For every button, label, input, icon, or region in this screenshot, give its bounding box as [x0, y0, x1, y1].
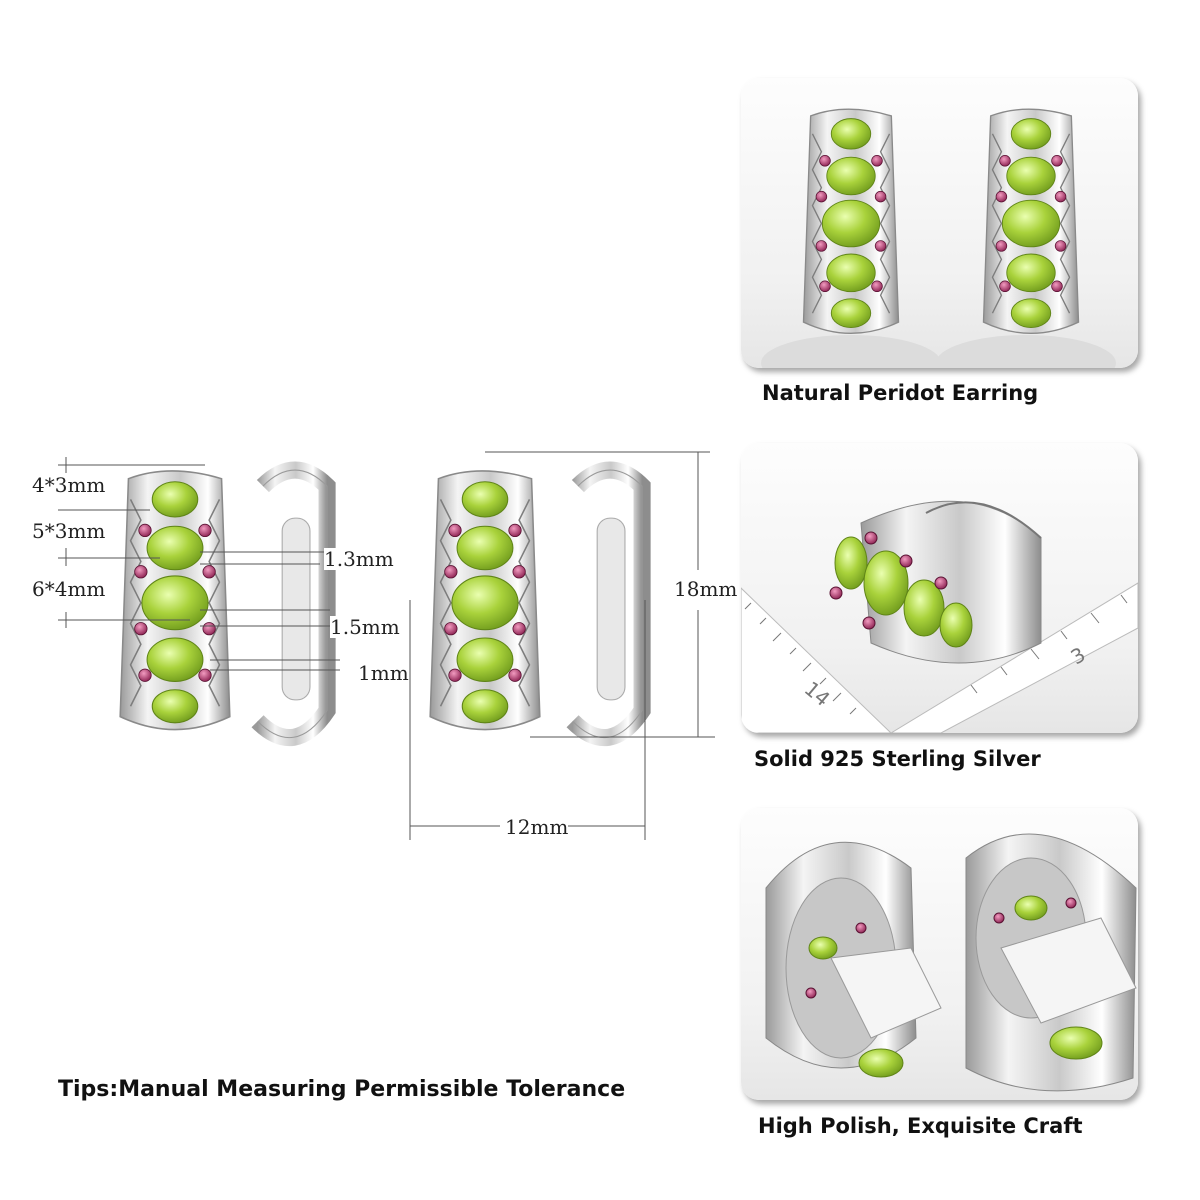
caption-high-polish: High Polish, Exquisite Craft: [758, 1114, 1083, 1138]
tolerance-note: Tips:Manual Measuring Permissible Tolera…: [58, 1077, 626, 1102]
dim-width: 12mm: [505, 815, 569, 839]
earring-pair-illustration: [761, 108, 1116, 368]
dim-height: 18mm: [674, 577, 738, 601]
ruler-illustration: 14 3: [741, 500, 1138, 733]
dim-stone-4x3: 4*3mm: [32, 473, 106, 497]
dimension-lines: [58, 451, 715, 840]
dim-stone-6x4: 6*4mm: [32, 577, 106, 601]
photo-card-high-polish: [741, 808, 1138, 1100]
earring-diagram: 4*3mm 5*3mm 6*4mm 1.3mm 1.5mm 1mm 18mm 1…: [0, 430, 760, 850]
photo-card-sterling-silver: 14 3: [741, 443, 1138, 733]
dim-spacing-1-3: 1.3mm: [324, 547, 394, 571]
dim-stone-5x3: 5*3mm: [32, 519, 106, 543]
dim-spacing-1-5: 1.5mm: [330, 615, 400, 639]
caption-natural-peridot: Natural Peridot Earring: [762, 381, 1039, 405]
earring-back-illustration: [765, 833, 1137, 1092]
photo-card-peridot-earring: [741, 78, 1138, 368]
caption-sterling-silver: Solid 925 Sterling Silver: [754, 747, 1041, 771]
dim-spacing-1: 1mm: [358, 661, 409, 685]
